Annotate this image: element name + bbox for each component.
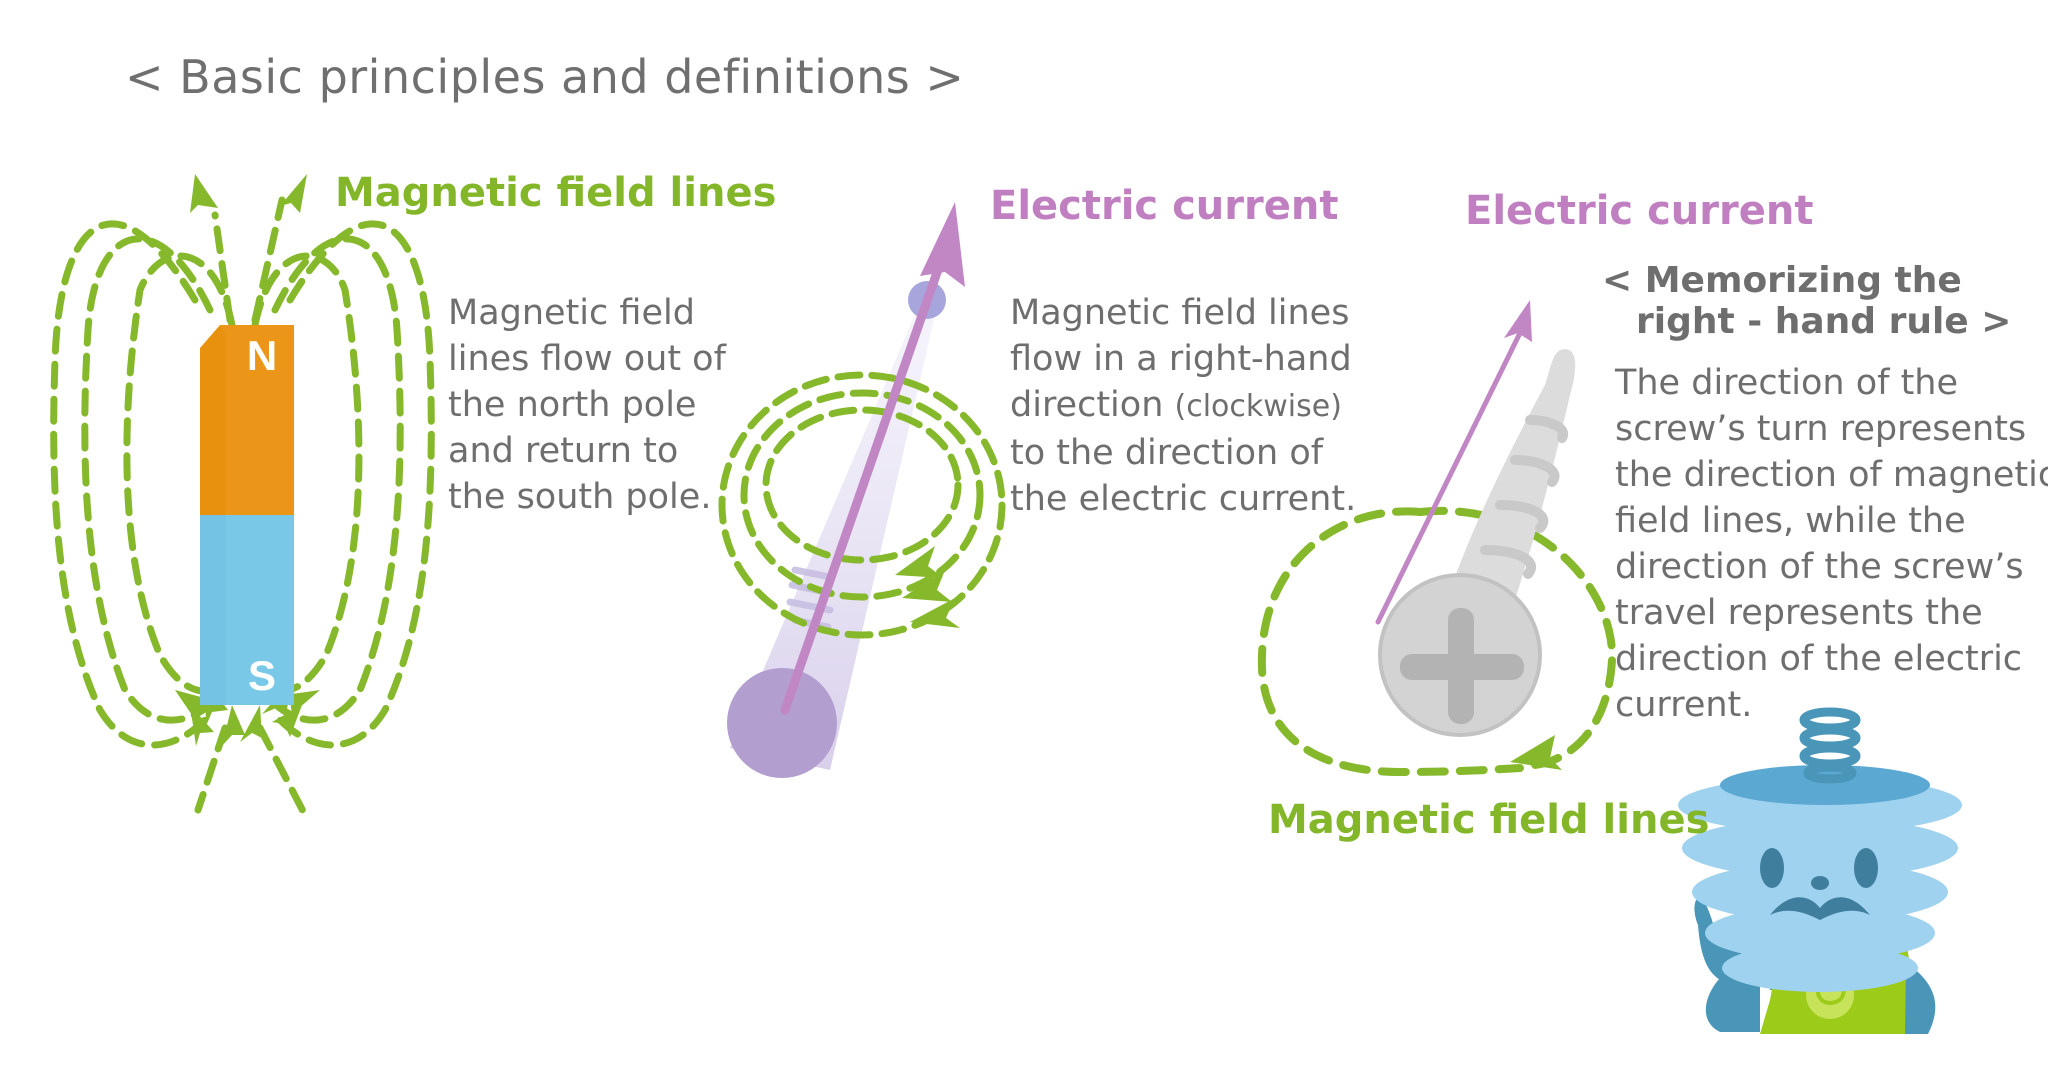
magnet-description: Magnetic field lines flow out of the nor…	[448, 290, 726, 520]
screw-description-line: direction of the screw’s	[1615, 547, 2024, 587]
current-wire-icon	[727, 281, 946, 778]
screw-description-line: the direction of magnetic	[1615, 455, 2048, 495]
magnet-description-line: lines flow out of	[448, 339, 726, 379]
north-pole-label: N	[247, 332, 277, 379]
magnet-heading: Magnetic field lines	[335, 170, 777, 216]
south-pole-label: S	[248, 652, 276, 699]
magnet-description-line: the south pole.	[448, 477, 712, 517]
screw-description-line: direction of the electric	[1615, 639, 2023, 679]
wire-heading: Electric current	[990, 183, 1339, 229]
screw-field-heading: Magnetic field lines	[1268, 797, 1710, 843]
wire-description-line: the electric current.	[1010, 479, 1357, 519]
magnet-description-line: and return to	[448, 431, 679, 471]
wire-description: Magnetic field lines flow in a right-han…	[1010, 290, 1356, 522]
current-arrow	[780, 202, 965, 715]
memo-title-line: right - hand rule >	[1636, 301, 2012, 342]
screw-description: The direction of the screw’s turn repres…	[1615, 360, 2048, 728]
wire-description-direction: direction	[1010, 385, 1175, 425]
wire-description-line: flow in a right-hand	[1010, 339, 1352, 379]
memo-title-line: < Memorizing the	[1602, 260, 1962, 301]
wire-field-arrowheads	[895, 546, 960, 628]
wire-field-rings	[718, 371, 1006, 639]
screw-description-line: The direction of the	[1615, 363, 1959, 403]
wire-description-line: to the direction of	[1010, 433, 1324, 473]
screw-current-heading: Electric current	[1465, 188, 1814, 234]
screw-description-line: screw’s turn represents	[1615, 409, 2027, 449]
memo-title: < Memorizing the right - hand rule >	[1602, 260, 2011, 342]
screw-mascot-icon	[1678, 707, 1962, 1034]
wire-description-line: Magnetic field lines	[1010, 293, 1350, 333]
wire-description-line: direction (clockwise)	[1010, 382, 1356, 430]
page-title: < Basic principles and definitions >	[125, 50, 965, 104]
bar-magnet-icon: N S	[200, 325, 294, 705]
screw-description-line: field lines, while the	[1615, 501, 1966, 541]
screw-description-line: travel represents the	[1615, 593, 1983, 633]
screw-icon	[1378, 349, 1576, 737]
screw-field-arrowhead	[1510, 735, 1562, 770]
screw-current-arrow	[1375, 300, 1532, 625]
screw-description-line: current.	[1615, 685, 1753, 725]
wire-description-clockwise: (clockwise)	[1174, 389, 1342, 424]
magnet-description-line: the north pole	[448, 385, 697, 425]
magnet-description-line: Magnetic field	[448, 293, 695, 333]
magnet-field-lines	[50, 196, 435, 819]
